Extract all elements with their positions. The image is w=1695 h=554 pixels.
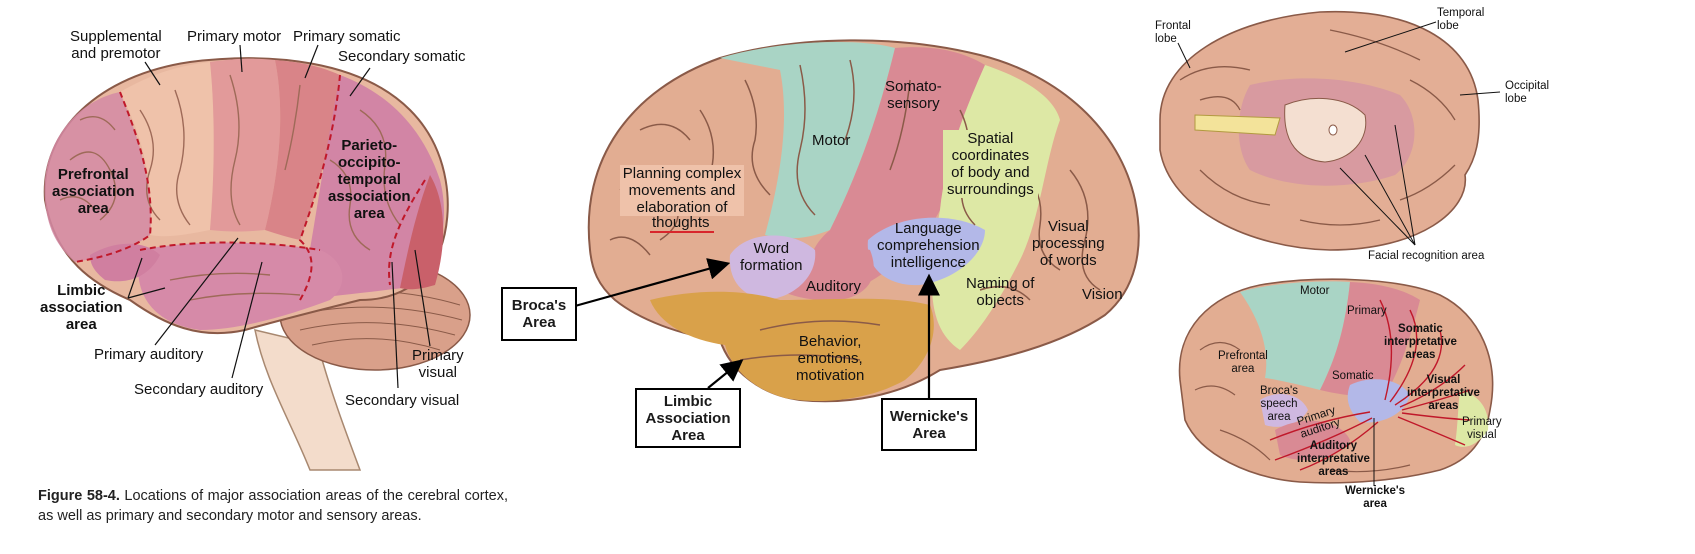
label-motor-small: Motor xyxy=(1300,285,1330,297)
label-motor: Motor xyxy=(812,132,851,149)
label-secondary-auditory: Secondary auditory xyxy=(134,381,264,398)
label-primary-motor: Primary motor xyxy=(187,28,282,45)
label-primary-auditory: Primary auditory xyxy=(94,346,204,363)
label-word-formation: Word formation xyxy=(740,240,803,274)
label-parieto-occipito-temporal: Parieto- occipito- temporal association … xyxy=(328,137,411,222)
label-somatic-small: Somatic xyxy=(1332,370,1374,382)
broca-area-box: Broca's Area xyxy=(501,287,577,341)
right-top-brain-panel: Frontal lobe Temporal lobe Occipital lob… xyxy=(1155,7,1550,262)
label-somatosensory: Somato- sensory xyxy=(885,78,942,112)
left-brain-panel: Supplemental and premotor Primary motor … xyxy=(0,0,520,554)
wernicke-area-box: Wernicke's Area xyxy=(881,398,977,451)
label-primary-somatic: Primary somatic xyxy=(293,28,401,45)
label-spatial-coordinates: Spatial coordinates of body and surround… xyxy=(943,130,1038,198)
label-broca-speech: Broca's speech area xyxy=(1260,385,1298,423)
label-limbic-association: Limbic association area xyxy=(40,282,123,333)
label-primary-visual-small: Primary visual xyxy=(1462,416,1502,441)
label-naming-objects: Naming of objects xyxy=(966,275,1035,309)
label-primary-visual: Primary visual xyxy=(412,347,464,381)
label-vision: Vision xyxy=(1082,286,1123,303)
label-prefrontal-small: Prefrontal area xyxy=(1218,350,1268,375)
label-planning: Planning complex movements and elaborati… xyxy=(620,165,744,216)
label-visual-interpretative: Visual interpretative areas xyxy=(1407,374,1480,412)
label-auditory-interpretative: Auditory interpretative areas xyxy=(1297,440,1370,478)
caption-label: Figure 58-4. xyxy=(38,488,120,504)
label-secondary-somatic: Secondary somatic xyxy=(338,48,466,65)
label-supplemental-premotor: Supplemental and premotor xyxy=(70,28,162,62)
label-frontal-lobe: Frontal lobe xyxy=(1155,20,1191,45)
label-behavior: Behavior, emotions, motivation xyxy=(796,333,865,384)
label-thoughts: thoughts xyxy=(652,214,710,231)
figure-caption: Figure 58-4. Locations of major associat… xyxy=(38,486,508,526)
limbic-association-area-box: Limbic Association Area xyxy=(635,388,741,448)
label-auditory: Auditory xyxy=(806,278,862,295)
label-somatic-interpretative: Somatic interpretative areas xyxy=(1384,323,1457,361)
left-brain-illustration xyxy=(43,44,471,471)
label-wernicke-small: Wernicke's area xyxy=(1345,485,1406,510)
label-visual-processing: Visual processing of words xyxy=(1032,218,1105,269)
label-facial-recognition: Facial recognition area xyxy=(1368,250,1485,262)
label-occipital-lobe: Occipital lobe xyxy=(1505,80,1550,105)
thoughts-underline xyxy=(650,231,714,233)
label-language-comprehension: Language comprehension intelligence xyxy=(877,220,980,271)
label-temporal-lobe: Temporal lobe xyxy=(1437,7,1485,32)
label-secondary-visual: Secondary visual xyxy=(345,392,460,409)
ventral-brain-illustration xyxy=(1159,10,1501,251)
label-primary-small: Primary xyxy=(1347,305,1387,317)
label-prefrontal-association: Prefrontal association area xyxy=(52,166,135,217)
caption-text: Locations of major association areas of … xyxy=(38,488,508,524)
